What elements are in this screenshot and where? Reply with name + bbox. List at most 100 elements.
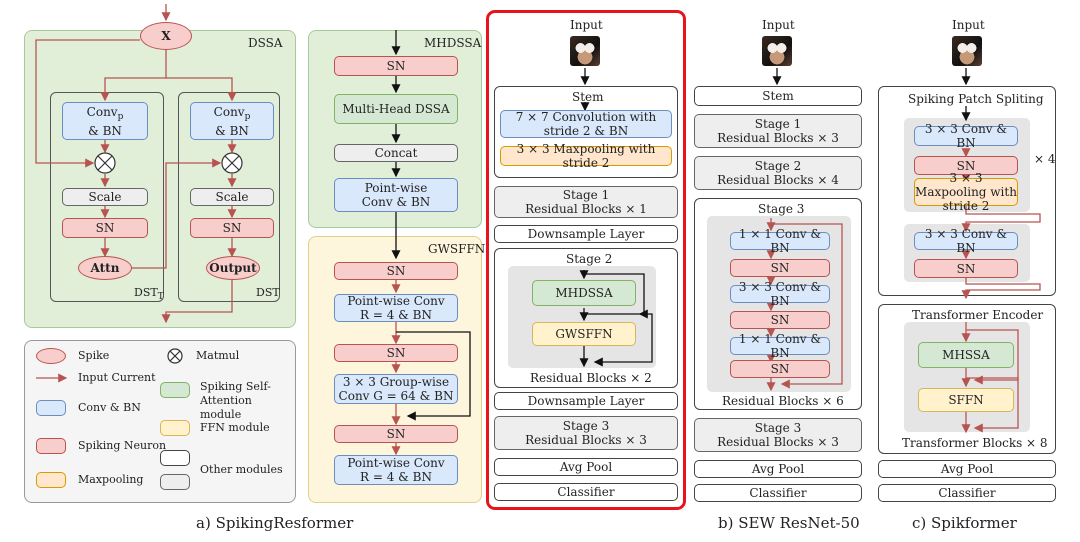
- dssa-panel: [24, 30, 296, 328]
- conv-left: Convp & BN: [62, 102, 148, 140]
- sew-stage3-blocks: Residual Blocks × 6: [722, 394, 844, 408]
- legend-other-icon-2: [160, 474, 190, 490]
- sf-classifier: Classifier: [878, 484, 1056, 502]
- sr-stage2-blocks: Residual Blocks × 2: [530, 371, 652, 385]
- sf-avgpool: Avg Pool: [878, 460, 1056, 478]
- sew-residual: [771, 223, 843, 389]
- legend-ffn: FFN module: [200, 421, 270, 434]
- caption-a: a) SpikingResformer: [196, 514, 354, 532]
- gwsffn-residual: [396, 331, 471, 421]
- highlight-frame: [486, 10, 686, 510]
- caption-c: c) Spikformer: [912, 514, 1017, 532]
- dssa-out-arrow: [161, 280, 233, 324]
- sew-input-image: [762, 36, 792, 66]
- legend-spiking-neuron: Spiking Neuron: [78, 439, 167, 452]
- legend-maxpool-icon: [36, 472, 66, 488]
- legend-matmul: Matmul: [196, 349, 240, 362]
- sr-classifier: Classifier: [494, 483, 678, 501]
- sr-input-image: [570, 36, 600, 66]
- multi-head-dssa: Multi-Head DSSA: [334, 94, 458, 124]
- sew-sn3: SN: [730, 360, 830, 378]
- x-spike: X: [140, 22, 192, 50]
- dst-label: DST: [256, 286, 280, 299]
- dst-t-label: DSTT: [134, 286, 164, 302]
- gwsffn-title: GWSFFN: [428, 242, 486, 256]
- sf-sn1: SN: [914, 156, 1018, 175]
- legend-sn-icon: [36, 438, 66, 454]
- legend-input-current: Input Current: [78, 371, 156, 384]
- sf-blocks: Transformer Blocks × 8: [902, 436, 1048, 450]
- mhdssa-pw-conv: Point-wise Conv & BN: [334, 178, 458, 212]
- sew-sn2: SN: [730, 311, 830, 329]
- sew-sn1: SN: [730, 259, 830, 277]
- sf-conv3b: 3 × 3 Conv & BN: [914, 227, 1018, 255]
- scale-right: Scale: [190, 188, 274, 206]
- sew-conv1b: 1 × 1 Conv & BN: [730, 332, 830, 360]
- sf-conv3a: 3 × 3 Conv & BN: [914, 122, 1018, 150]
- x-to-matmul-left: [35, 39, 140, 168]
- sr-mhdssa: MHDSSA: [532, 280, 636, 306]
- sn-left: SN: [62, 218, 148, 238]
- gwsffn-pw2: Point-wise Conv R = 4 & BN: [334, 455, 458, 485]
- sew-stage3-label: Stage 3: [758, 202, 805, 216]
- conv-right: Convp & BN: [190, 102, 274, 140]
- sr-gwsffn: GWSFFN: [532, 322, 636, 346]
- sr-stem-label: Stem: [572, 90, 604, 104]
- sr-maxpool: 3 × 3 Maxpooling with stride 2: [500, 142, 672, 170]
- sf-input-label: Input: [952, 18, 985, 32]
- gwsffn-group-conv: 3 × 3 Group-wise Conv G = 64 & BN: [334, 374, 458, 404]
- sf-mhssa: MHSSA: [918, 342, 1014, 368]
- encoder-frame: [878, 304, 1056, 454]
- caption-b: b) SEW ResNet-50: [718, 514, 860, 532]
- sf-sffn: SFFN: [918, 388, 1014, 412]
- sr-input-label: Input: [570, 18, 603, 32]
- sf-maxpool: 3 × 3 Maxpooling with stride 2: [914, 171, 1018, 213]
- sn-right: SN: [190, 218, 274, 238]
- gwsffn-sn1: SN: [334, 262, 458, 280]
- sew-classifier: Classifier: [694, 484, 862, 502]
- sew-input-label: Input: [762, 18, 795, 32]
- sr-downsample2: Downsample Layer: [494, 392, 678, 410]
- legend-other-icon-1: [160, 450, 190, 466]
- legend-conv-bn: Conv & BN: [78, 401, 141, 414]
- legend-spike: Spike: [78, 349, 110, 362]
- sr-avgpool: Avg Pool: [494, 458, 678, 476]
- concat: Concat: [334, 144, 458, 162]
- sf-x4: × 4: [1034, 152, 1056, 166]
- sew-avgpool: Avg Pool: [694, 460, 862, 478]
- dssa-title: DSSA: [248, 36, 283, 50]
- sf-encoder-label: Transformer Encoder: [912, 308, 1044, 322]
- sf-sps-label: Spiking Patch Spliting: [908, 92, 1044, 106]
- mhdssa-sn: SN: [334, 56, 458, 76]
- legend-ssa-icon: [160, 382, 190, 398]
- gwsffn-sn2: SN: [334, 344, 458, 362]
- sr-stage2-label: Stage 2: [566, 252, 613, 266]
- gwsffn-sn3: SN: [334, 425, 458, 443]
- gwsffn-pw1: Point-wise Conv R = 4 & BN: [334, 294, 458, 322]
- attn-spike: Attn: [78, 256, 132, 280]
- output-spike: Output: [206, 256, 260, 280]
- sew-conv1a: 1 × 1 Conv & BN: [730, 227, 830, 255]
- sr-downsample1: Downsample Layer: [494, 225, 678, 243]
- legend-maxpooling: Maxpooling: [78, 473, 144, 486]
- x-to-conv-right: [166, 77, 237, 102]
- sf-input-image: [952, 36, 982, 66]
- stage2-frame: [494, 248, 678, 388]
- legend-ssa: Spiking Self-Attention module: [200, 380, 271, 421]
- sew-conv3: 3 × 3 Conv & BN: [730, 280, 830, 308]
- sew-stage3-frame: [694, 198, 862, 410]
- x-to-conv-left: [100, 50, 167, 102]
- legend-other: Other modules: [200, 463, 283, 476]
- stem-frame: [494, 86, 678, 178]
- legend-ffn-icon: [160, 420, 190, 436]
- attn-to-matmul-right: [131, 158, 222, 269]
- scale-left: Scale: [62, 188, 148, 206]
- sf-sn2: SN: [914, 259, 1018, 278]
